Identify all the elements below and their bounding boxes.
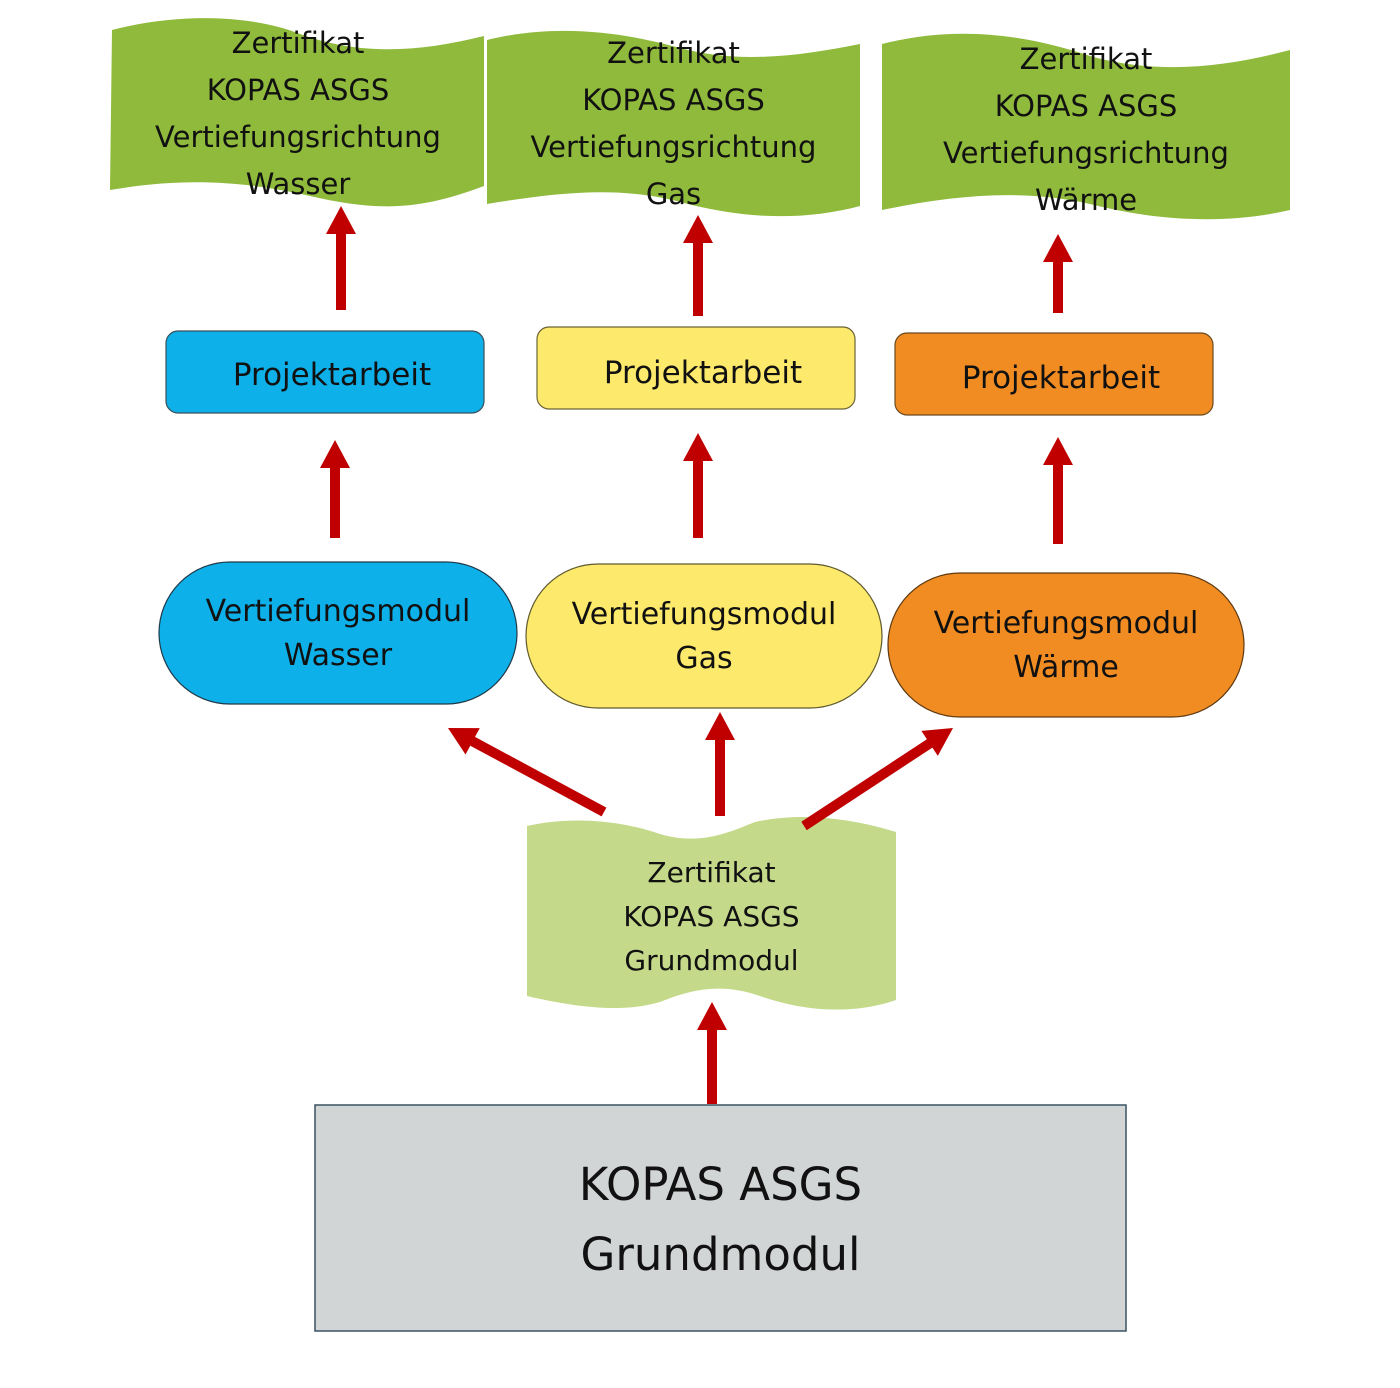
project-waerme: Projektarbeit [961,360,1161,396]
module-waerme-line-2: Wärme [1013,650,1119,685]
base-module-line-1: KOPAS ASGS [578,1158,863,1211]
project-wasser-shape [165,330,485,414]
certificate-gas-line-3: Vertiefungsrichtung [530,130,817,164]
flow-arrows [320,206,1073,1104]
arrow-project-wasser-to-certificate-wasser [326,206,356,310]
module-wasser-shape [158,561,518,705]
project-waerme-shape [894,332,1214,416]
certificate-wasser-line-3: Vertiefungsrichtung [155,120,441,154]
project-gas-shape [536,326,856,410]
base-module: KOPAS ASGS Grundmodul [315,1150,1126,1290]
base-certificate-shape [527,817,896,1010]
module-waerme-shape [887,572,1245,718]
arrow-base-certificate-to-module-wasser [448,728,607,817]
arrow-module-wasser-to-project-wasser [320,440,350,538]
certificate-waerme-shape [882,33,1290,220]
certificate-wasser-line-2: KOPAS ASGS [206,73,390,107]
certificate-waerme-line-3: Vertiefungsrichtung [943,136,1229,170]
arrow-base-certificate-to-module-gas [705,712,735,816]
module-wasser: Vertiefungsmodul Wasser [159,590,517,678]
module-wasser-line-1: Vertiefungsmodul [205,594,471,629]
base-module-line-2: Grundmodul [580,1228,861,1281]
project-gas: Projektarbeit [603,355,803,391]
base-certificate-line-2: KOPAS ASGS [623,900,800,933]
arrow-base-to-base-certificate [697,1002,727,1104]
certificate-waerme-line-2: KOPAS ASGS [994,89,1178,123]
certificate-waerme: Zertifikat KOPAS ASGS Vertiefungsrichtun… [882,36,1290,224]
module-gas-shape [525,563,883,709]
module-gas-line-1: Vertiefungsmodul [571,597,837,632]
module-gas: Vertiefungsmodul Gas [526,593,882,681]
arrow-project-gas-to-certificate-gas [683,215,713,316]
certificate-wasser-shape [110,18,484,207]
arrow-project-waerme-to-certificate-waerme [1043,234,1073,313]
base-certificate-line-3: Grundmodul [624,944,799,977]
certificate-gas-line-2: KOPAS ASGS [582,83,765,117]
arrow-module-waerme-to-project-waerme [1043,437,1073,544]
certificate-waerme-line-1: Zertifikat [1019,42,1153,76]
module-wasser-line-2: Wasser [283,638,393,673]
certificate-wasser: Zertifikat KOPAS ASGS Vertiefungsrichtun… [112,20,484,208]
base-certificate: Zertifikat KOPAS ASGS Grundmodul [527,851,896,983]
module-gas-line-2: Gas [675,641,733,676]
base-module-shape [314,1104,1127,1332]
certificate-wasser-line-4: Wasser [245,167,351,201]
certificate-wasser-line-1: Zertifikat [231,26,365,60]
certificate-gas: Zertifikat KOPAS ASGS Vertiefungsrichtun… [487,30,860,218]
base-certificate-line-1: Zertifikat [647,856,776,889]
module-waerme: Vertiefungsmodul Wärme [888,602,1244,690]
certificate-gas-line-4: Gas [645,177,702,211]
project-wasser: Projektarbeit [232,357,432,393]
certificate-gas-line-1: Zertifikat [607,36,740,70]
certificate-gas-shape [487,30,860,217]
certificate-waerme-line-4: Wärme [1034,183,1138,217]
arrow-module-gas-to-project-gas [683,433,713,538]
arrow-base-certificate-to-module-waerme [801,728,953,831]
module-waerme-line-1: Vertiefungsmodul [933,606,1199,641]
